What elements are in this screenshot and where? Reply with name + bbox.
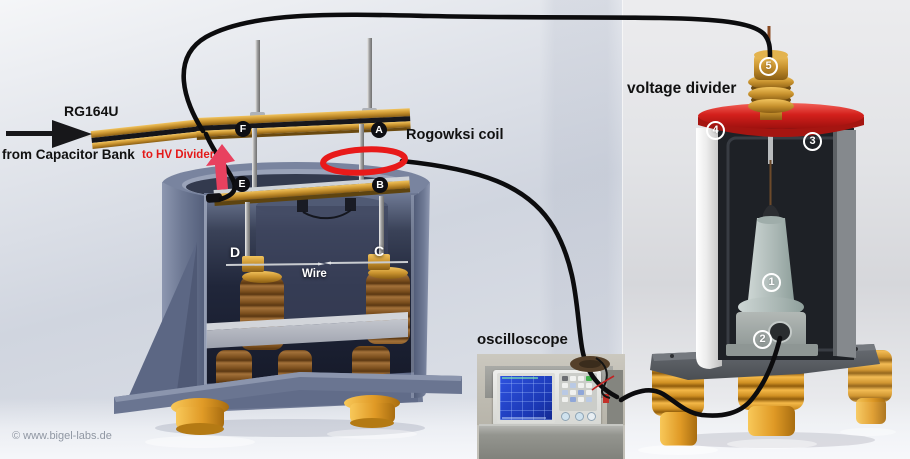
- scope-button: [570, 390, 576, 395]
- scope-knob: [587, 412, 596, 421]
- terminal-A: A: [371, 122, 387, 138]
- watermark: © www.bigel-labs.de: [12, 430, 112, 442]
- scope-knob: [575, 412, 584, 421]
- scope-button: [562, 397, 568, 402]
- inner-apparatus: [297, 198, 356, 220]
- voltage-divider-label: voltage divider: [627, 80, 737, 97]
- floor-highlights: [145, 428, 896, 455]
- scope-button: [578, 376, 584, 381]
- scope-button: [562, 390, 568, 395]
- metal-box-right-wall: [607, 370, 623, 430]
- scope-button: [586, 390, 592, 395]
- scope-button: [578, 390, 584, 395]
- vessel-feet: [171, 395, 400, 435]
- scope-button: [578, 397, 584, 402]
- scope-button: [570, 383, 576, 388]
- scope-button: [586, 397, 592, 402]
- oscilloscope-photo: [477, 354, 625, 459]
- scope-button: [586, 376, 592, 381]
- rg164u-label: RG164U: [64, 103, 119, 119]
- rogowski-coil-label: Rogowksi coil: [406, 127, 504, 143]
- divider-shell: [696, 128, 722, 369]
- terminal-C: C: [374, 243, 385, 259]
- capacitor-bank-arrow: [6, 120, 92, 148]
- screen-readout-top: [502, 377, 539, 379]
- divider-part-3: 3: [803, 132, 822, 151]
- divider-part-4: 4: [706, 121, 725, 140]
- terminal-D: D: [230, 244, 241, 260]
- wire-label: Wire: [302, 268, 327, 280]
- rg164u-coax-fixture: [90, 117, 214, 149]
- cable-to-E-terminal: [203, 131, 237, 202]
- voltage-divider-assembly: [650, 26, 892, 446]
- scope-knob: [561, 412, 570, 421]
- capacitor-bank-label: from Capacitor Bank: [2, 147, 135, 162]
- metal-box-front-wall: [479, 424, 623, 459]
- oscilloscope-screen-bezel: [497, 373, 555, 423]
- rogowski-coil-ring: [320, 146, 408, 176]
- cable-scope-to-divider: [618, 335, 783, 418]
- hv-divider-arrow: [206, 144, 235, 190]
- screen-readout-bottom: [502, 417, 547, 419]
- terminal-E: E: [234, 176, 250, 192]
- divider-part-2: 2: [753, 330, 772, 349]
- divider-part-5: 5: [759, 57, 778, 76]
- middle-busbar-EB: [213, 176, 411, 206]
- scope-button: [562, 383, 568, 388]
- hv-divider-label: to HV Divider: [142, 149, 215, 161]
- oscilloscope-screen: [500, 376, 552, 420]
- divider-part-1: 1: [762, 273, 781, 292]
- oscilloscope-label: oscilloscope: [477, 331, 568, 348]
- bnc-connector: [603, 394, 609, 403]
- cable-to-hv-divider: [181, 12, 773, 134]
- electrode-busbars: [83, 38, 411, 272]
- terminal-F: F: [235, 121, 251, 137]
- oscilloscope-knobs: [561, 412, 596, 424]
- annotation-graphics: [6, 120, 408, 190]
- scope-probe-detail: [570, 356, 615, 399]
- spark-gap-wire: [225, 254, 409, 272]
- scope-button: [578, 383, 584, 388]
- scope-button: [570, 397, 576, 402]
- spark-gap-vessel: [114, 162, 462, 435]
- oscilloscope-unit: [493, 370, 601, 426]
- scope-button: [586, 383, 592, 388]
- scope-button: [562, 376, 568, 381]
- platform-slab: [196, 312, 408, 349]
- oscilloscope-buttons: [559, 373, 597, 411]
- terminal-B: B: [372, 177, 388, 193]
- scope-button: [570, 376, 576, 381]
